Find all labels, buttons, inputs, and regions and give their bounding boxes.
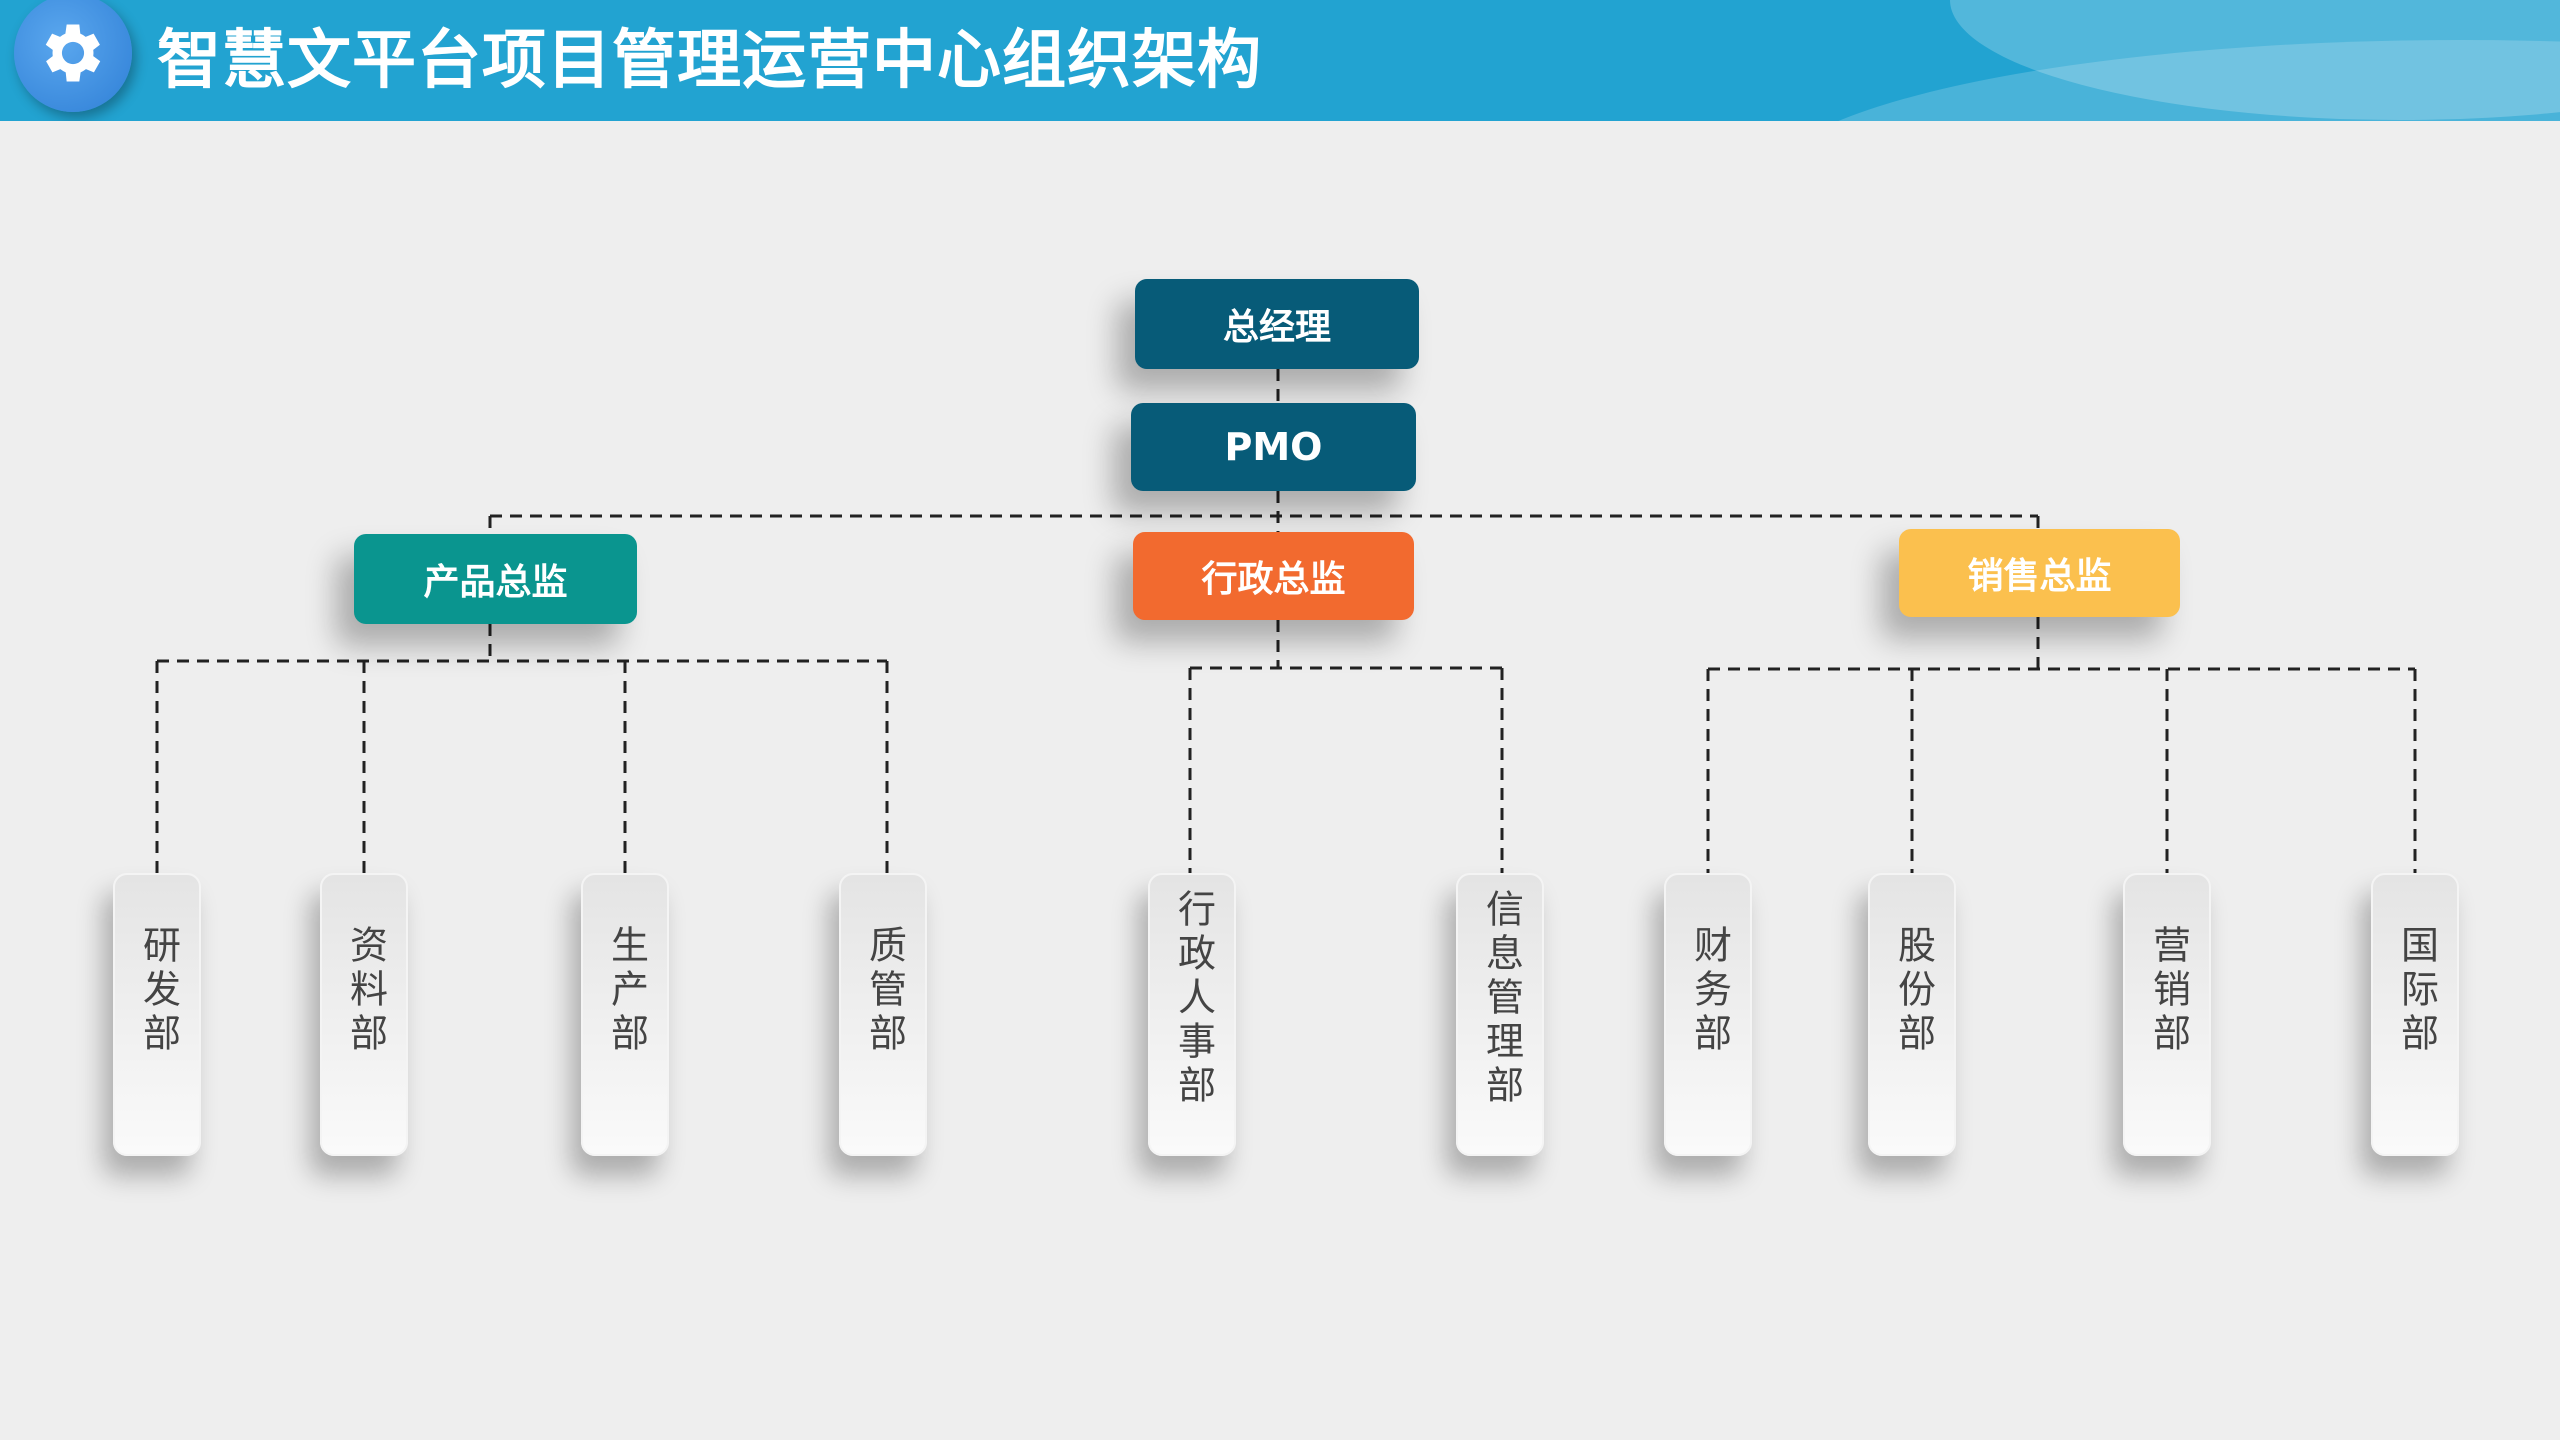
node-label: 销售总监 — [1967, 556, 2112, 597]
department-node: 研发部 — [113, 873, 201, 1156]
department-label: 国际部 — [2394, 925, 2439, 1057]
node-label: 总经理 — [1222, 307, 1331, 348]
department-node: 营销部 — [2123, 873, 2211, 1156]
department-node: 国际部 — [2371, 873, 2459, 1156]
department-node: 生产部 — [581, 873, 669, 1156]
node-label: 行政总监 — [1201, 559, 1346, 600]
department-label: 质管部 — [862, 925, 907, 1057]
node-label: 产品总监 — [423, 562, 568, 603]
department-label: 生产部 — [604, 925, 649, 1057]
department-node: 财务部 — [1664, 873, 1752, 1156]
department-label: 行政人事部 — [1171, 889, 1216, 1109]
product-director-node: 产品总监 — [354, 534, 637, 624]
sales-director-node: 销售总监 — [1899, 529, 2180, 617]
department-label: 营销部 — [2146, 925, 2191, 1057]
page-title: 智慧文平台项目管理运营中心组织架构 — [157, 24, 1262, 98]
node-label: PMO — [1224, 425, 1323, 469]
department-node: 资料部 — [320, 873, 408, 1156]
department-node: 质管部 — [839, 873, 927, 1156]
header-bar: 智慧文平台项目管理运营中心组织架构 — [0, 0, 2560, 121]
pmo-node: PMO — [1131, 403, 1416, 491]
gear-icon — [14, 0, 132, 112]
department-label: 资料部 — [343, 925, 388, 1057]
department-node: 信息管理部 — [1456, 873, 1544, 1156]
department-node: 行政人事部 — [1148, 873, 1236, 1156]
department-label: 财务部 — [1687, 925, 1732, 1057]
general-manager-node: 总经理 — [1135, 279, 1419, 369]
department-label: 信息管理部 — [1479, 889, 1524, 1109]
department-label: 研发部 — [136, 925, 181, 1057]
department-node: 股份部 — [1868, 873, 1956, 1156]
department-label: 股份部 — [1891, 925, 1936, 1057]
admin-director-node: 行政总监 — [1133, 532, 1414, 620]
